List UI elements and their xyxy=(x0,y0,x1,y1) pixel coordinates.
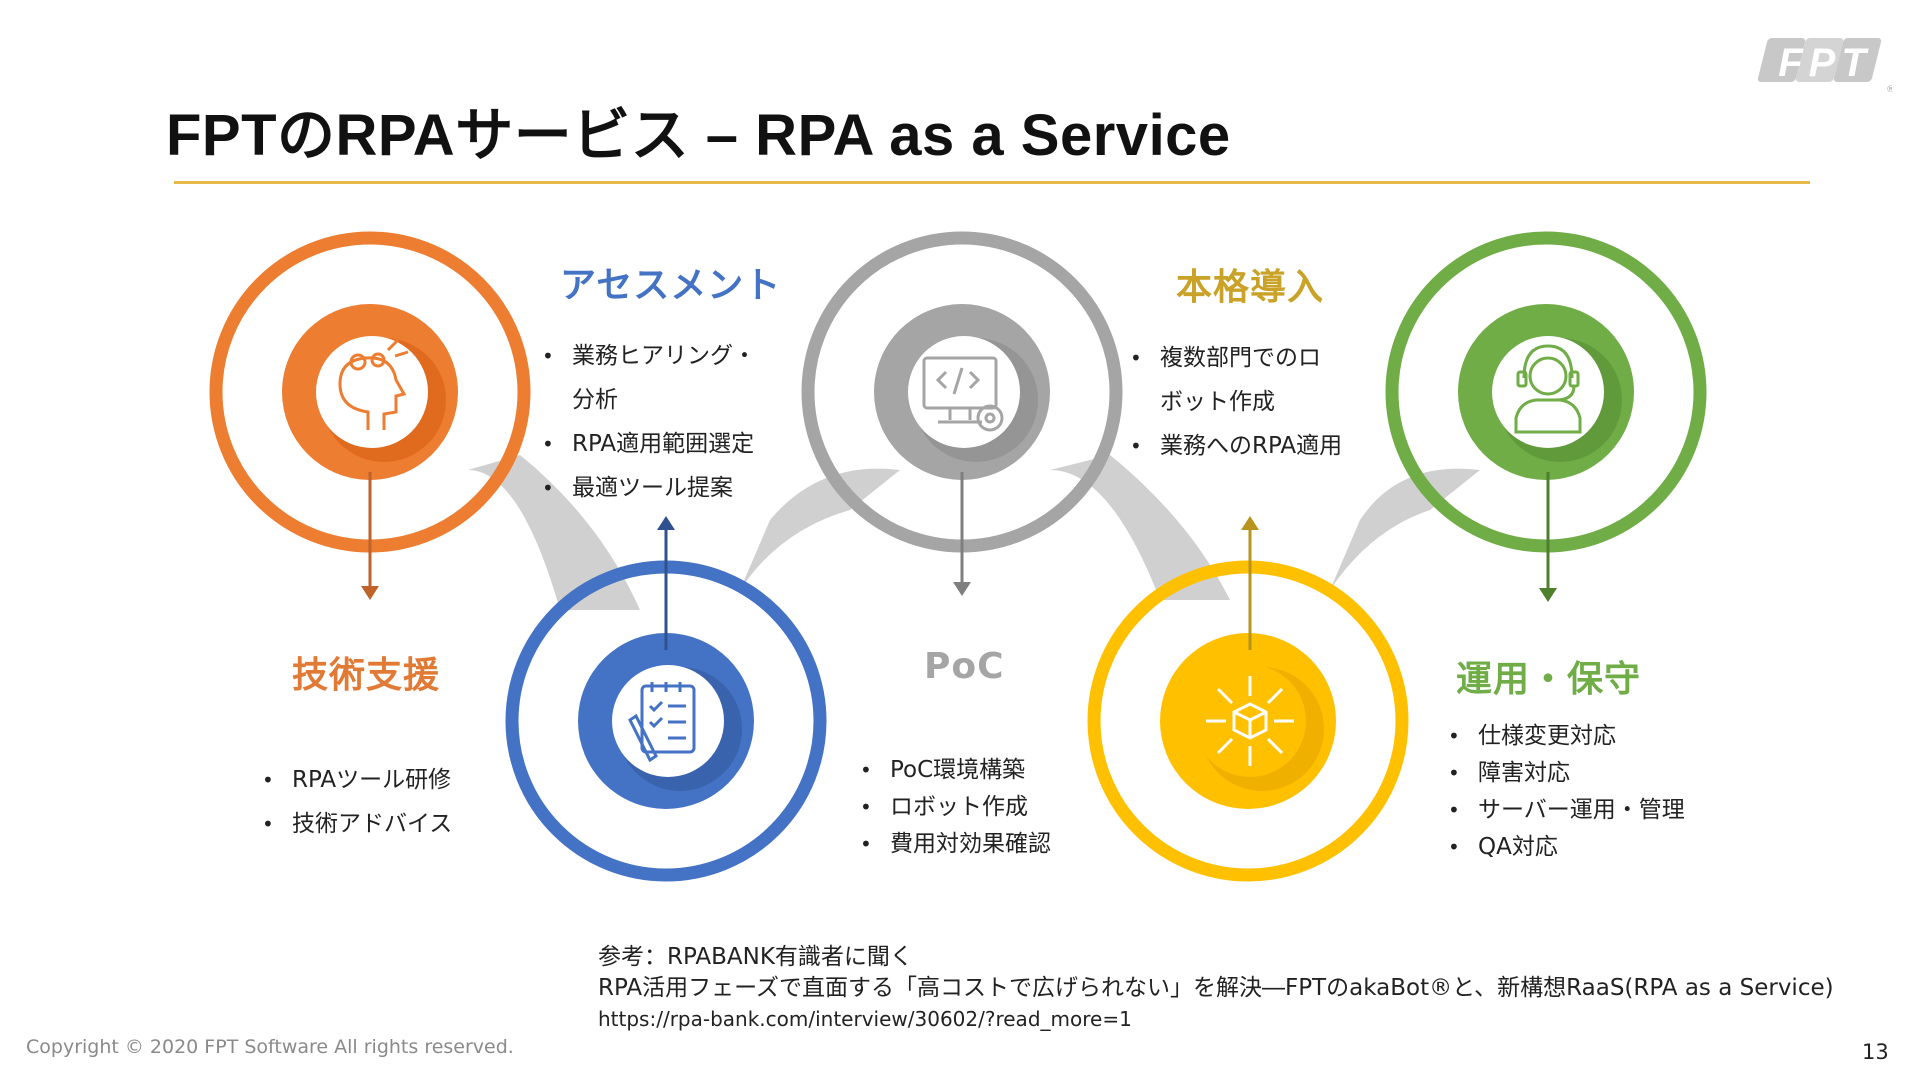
list-item: 業務ヒアリング・ xyxy=(542,334,756,378)
list-item: 分析 xyxy=(572,387,618,413)
svg-text:FPT: FPT xyxy=(1778,41,1872,85)
list-item: 最適ツール提案 xyxy=(542,466,756,510)
slide-title: FPTのRPAサービス – RPA as a Service xyxy=(166,103,1231,168)
copyright-text: Copyright © 2020 FPT Software All rights… xyxy=(26,1036,514,1058)
list-item: ボット作成 xyxy=(1160,389,1275,415)
list-item: 複数部門でのロ xyxy=(1130,336,1342,380)
stage-1-circle xyxy=(209,231,531,600)
head-gears-icon xyxy=(338,338,409,430)
reference-line-2: RPA活用フェーズで直面する「高コストで広げられない」を解決―FPTのakaBo… xyxy=(598,975,1834,1001)
list-item: 仕様変更対応 xyxy=(1448,718,1685,755)
list-item: 業務へのRPA適用 xyxy=(1130,424,1342,468)
checklist-icon xyxy=(628,682,696,763)
list-item: 技術アドバイス xyxy=(262,802,452,846)
stage-2-bullets: 業務ヒアリング・ 分析 RPA適用範囲選定 最適ツール提案 xyxy=(542,334,756,510)
stage-3-circle xyxy=(801,231,1123,596)
list-item: 障害対応 xyxy=(1448,755,1685,792)
title-underline xyxy=(174,181,1810,184)
support-agent-icon xyxy=(1514,344,1582,434)
list-item: RPAツール研修 xyxy=(262,758,452,802)
stage-title-technical-support: 技術支援 xyxy=(292,655,441,696)
reference-line-1: 参考：RPABANK有識者に聞く xyxy=(598,944,913,970)
stage-title-full-deployment: 本格導入 xyxy=(1176,267,1325,308)
page-number: 13 xyxy=(1862,1040,1889,1064)
fpt-logo: FPT ® xyxy=(1757,38,1892,95)
stage-5-bullets: 仕様変更対応 障害対応 サーバー運用・管理 QA対応 xyxy=(1448,718,1685,866)
computer-code-icon xyxy=(922,356,1004,432)
list-item: RPA適用範囲選定 xyxy=(542,422,756,466)
stage-title-poc: PoC xyxy=(924,646,1005,687)
stage-4-circle xyxy=(1087,516,1409,882)
list-item: サーバー運用・管理 xyxy=(1448,792,1685,829)
reference-note: 参考：RPABANK有識者に聞く RPA活用フェーズで直面する「高コストで広げら… xyxy=(598,942,1834,1035)
list-item: PoC環境構築 xyxy=(860,752,1051,789)
stage-2-circle xyxy=(505,516,827,882)
stage-5-circle xyxy=(1385,231,1707,602)
stage-3-bullets: PoC環境構築 ロボット作成 費用対効果確認 xyxy=(860,752,1051,863)
list-item: 費用対効果確認 xyxy=(860,826,1051,863)
stage-title-assessment: アセスメント xyxy=(560,265,782,306)
svg-text:®: ® xyxy=(1886,85,1892,95)
stage-4-bullets: 複数部門でのロ ボット作成 業務へのRPA適用 xyxy=(1130,336,1342,468)
reference-url[interactable]: https://rpa-bank.com/interview/30602/?re… xyxy=(598,1007,1132,1031)
stage-title-operation-maintenance: 運用・保守 xyxy=(1456,659,1642,700)
list-item: QA対応 xyxy=(1448,829,1685,866)
stage-1-bullets: RPAツール研修 技術アドバイス xyxy=(262,758,452,846)
list-item: ロボット作成 xyxy=(860,789,1051,826)
box-arrows-icon xyxy=(1206,676,1294,766)
